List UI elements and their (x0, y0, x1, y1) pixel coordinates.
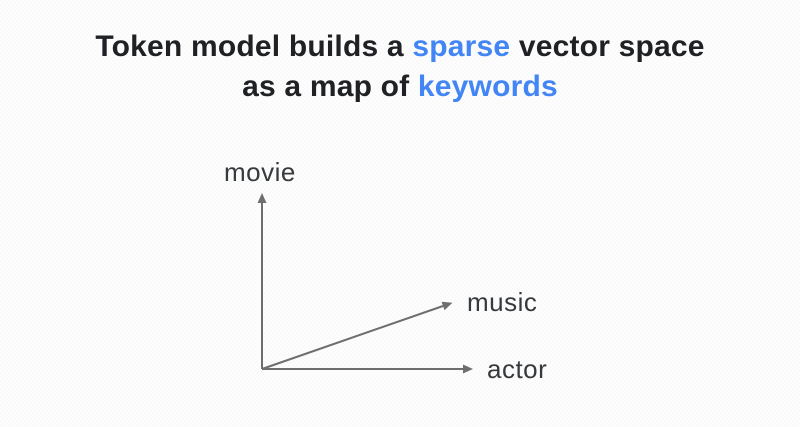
title-text-segment: vector space (510, 30, 705, 63)
title-text-segment: as a map of (242, 70, 418, 103)
title-highlight-sparse: sparse (412, 30, 511, 63)
title-line-2: as a map of keywords (0, 67, 800, 107)
axis-label-actor: actor (487, 354, 548, 384)
title-line-1: Token model builds a sparse vector space (0, 27, 800, 67)
axis-label-movie: movie (224, 157, 296, 187)
title-text-segment: Token model builds a (95, 30, 413, 63)
page-title: Token model builds a sparse vector space… (0, 0, 800, 107)
vector-label-music: music (467, 287, 538, 317)
vector-arrow-music (261, 301, 453, 370)
title-highlight-keywords: keywords (417, 70, 558, 103)
